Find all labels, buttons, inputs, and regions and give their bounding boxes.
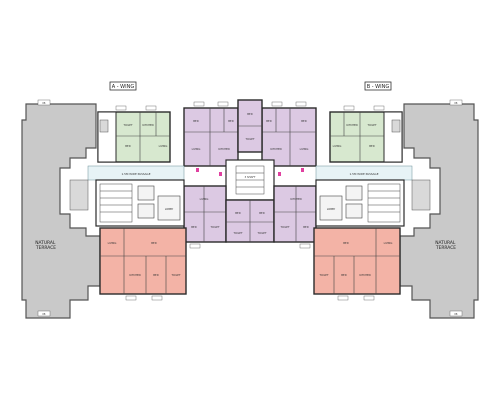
unit-center-lower-left: BED TOILET LIVING: [183, 185, 227, 243]
svg-text:BED: BED: [151, 241, 156, 245]
terrace-right-label: NATURAL TERRACE: [435, 240, 457, 251]
terrace-left-line2: TERRACE: [35, 245, 56, 251]
svg-text:LIVING: LIVING: [108, 241, 117, 245]
wing-label-a: A - WING: [109, 81, 137, 91]
svg-text:KITCHEN: KITCHEN: [290, 197, 301, 201]
svg-text:LIVING: LIVING: [300, 147, 309, 151]
svg-text:LIVING: LIVING: [333, 144, 342, 148]
svg-text:TOILET: TOILET: [123, 123, 132, 127]
unit-a-lower: LIVING KITCHEN BED TOILET BED: [99, 227, 187, 301]
central-core: 3 SHAFT: [219, 159, 281, 201]
svg-text:TOILET: TOILET: [245, 137, 254, 141]
svg-text:KITCHEN: KITCHEN: [218, 147, 229, 151]
svg-text:BED: BED: [247, 112, 252, 116]
core-a: LOBBY: [69, 179, 185, 227]
core-b: LOBBY: [315, 179, 431, 227]
svg-text:DB: DB: [43, 102, 46, 105]
svg-text:BED: BED: [235, 211, 240, 215]
svg-text:LIVING: LIVING: [200, 197, 209, 201]
svg-text:TOILET: TOILET: [233, 231, 242, 235]
svg-text:DB: DB: [455, 102, 458, 105]
svg-text:3 SHAFT: 3 SHAFT: [245, 175, 256, 179]
svg-text:BED: BED: [301, 119, 306, 123]
unit-center-upper-left: LIVING BED KITCHEN BED: [183, 107, 239, 167]
svg-text:TOILET: TOILET: [280, 225, 289, 229]
svg-text:DB: DB: [455, 313, 458, 316]
svg-text:BED: BED: [153, 273, 158, 277]
terrace-left: NATURAL TERRACE DB DB: [21, 99, 101, 319]
svg-text:KITCHEN: KITCHEN: [129, 273, 140, 277]
unit-b-upper: BED KITCHEN LIVING TOILET: [329, 111, 403, 163]
svg-text:BED: BED: [259, 211, 264, 215]
unit-center-lower-mid: BED BED TOILET TOILET: [225, 199, 275, 243]
svg-text:TOILET: TOILET: [257, 231, 266, 235]
passage-right: 1.5M WIDE PASSAGE: [301, 165, 413, 181]
terrace-right: NATURAL TERRACE DB DB: [399, 99, 479, 319]
passage-left: 1.5M WIDE PASSAGE: [87, 165, 199, 181]
svg-text:BED: BED: [191, 225, 196, 229]
svg-text:KITCHEN: KITCHEN: [142, 123, 153, 127]
passage-left-label: 1.5M WIDE PASSAGE: [122, 172, 151, 176]
svg-text:BED: BED: [369, 144, 374, 148]
svg-text:TOILET: TOILET: [171, 273, 180, 277]
svg-text:LOBBY: LOBBY: [327, 207, 336, 211]
svg-text:KITCHEN: KITCHEN: [346, 123, 357, 127]
svg-text:BED: BED: [266, 119, 271, 123]
svg-text:DB: DB: [43, 313, 46, 316]
unit-center-lower-right: BED TOILET KITCHEN: [273, 185, 317, 243]
unit-center-upper-right: LIVING BED KITCHEN BED: [261, 107, 317, 167]
svg-text:BED: BED: [343, 241, 348, 245]
svg-text:KITCHEN: KITCHEN: [270, 147, 281, 151]
terrace-right-line1: NATURAL: [435, 240, 456, 246]
terrace-left-label: NATURAL TERRACE: [35, 240, 57, 251]
terrace-left-line1: NATURAL: [35, 240, 56, 246]
svg-text:LIVING: LIVING: [159, 144, 168, 148]
wing-label-a-text: A - WING: [112, 84, 135, 90]
svg-text:BED: BED: [341, 273, 346, 277]
svg-text:KITCHEN: KITCHEN: [359, 273, 370, 277]
svg-text:LIVING: LIVING: [384, 241, 393, 245]
dimension-tags: [115, 101, 385, 249]
svg-text:LIVING: LIVING: [192, 147, 201, 151]
passage-right-label: 1.5M WIDE PASSAGE: [350, 172, 379, 176]
svg-text:BED: BED: [125, 144, 130, 148]
svg-text:BED: BED: [303, 225, 308, 229]
svg-text:BED: BED: [193, 119, 198, 123]
wing-label-b: B - WING: [364, 81, 392, 91]
svg-text:BED: BED: [228, 119, 233, 123]
svg-text:LOBBY: LOBBY: [165, 207, 174, 211]
terrace-right-line2: TERRACE: [435, 245, 456, 251]
svg-text:TOILET: TOILET: [367, 123, 376, 127]
wing-label-b-text: B - WING: [367, 84, 390, 90]
svg-text:TOILET: TOILET: [210, 225, 219, 229]
unit-center-top: BED TOILET: [237, 99, 263, 153]
unit-b-lower: LIVING KITCHEN BED TOILET BED: [313, 227, 401, 301]
svg-text:TOILET: TOILET: [319, 273, 328, 277]
unit-a-upper: BED KITCHEN LIVING TOILET: [97, 111, 171, 163]
